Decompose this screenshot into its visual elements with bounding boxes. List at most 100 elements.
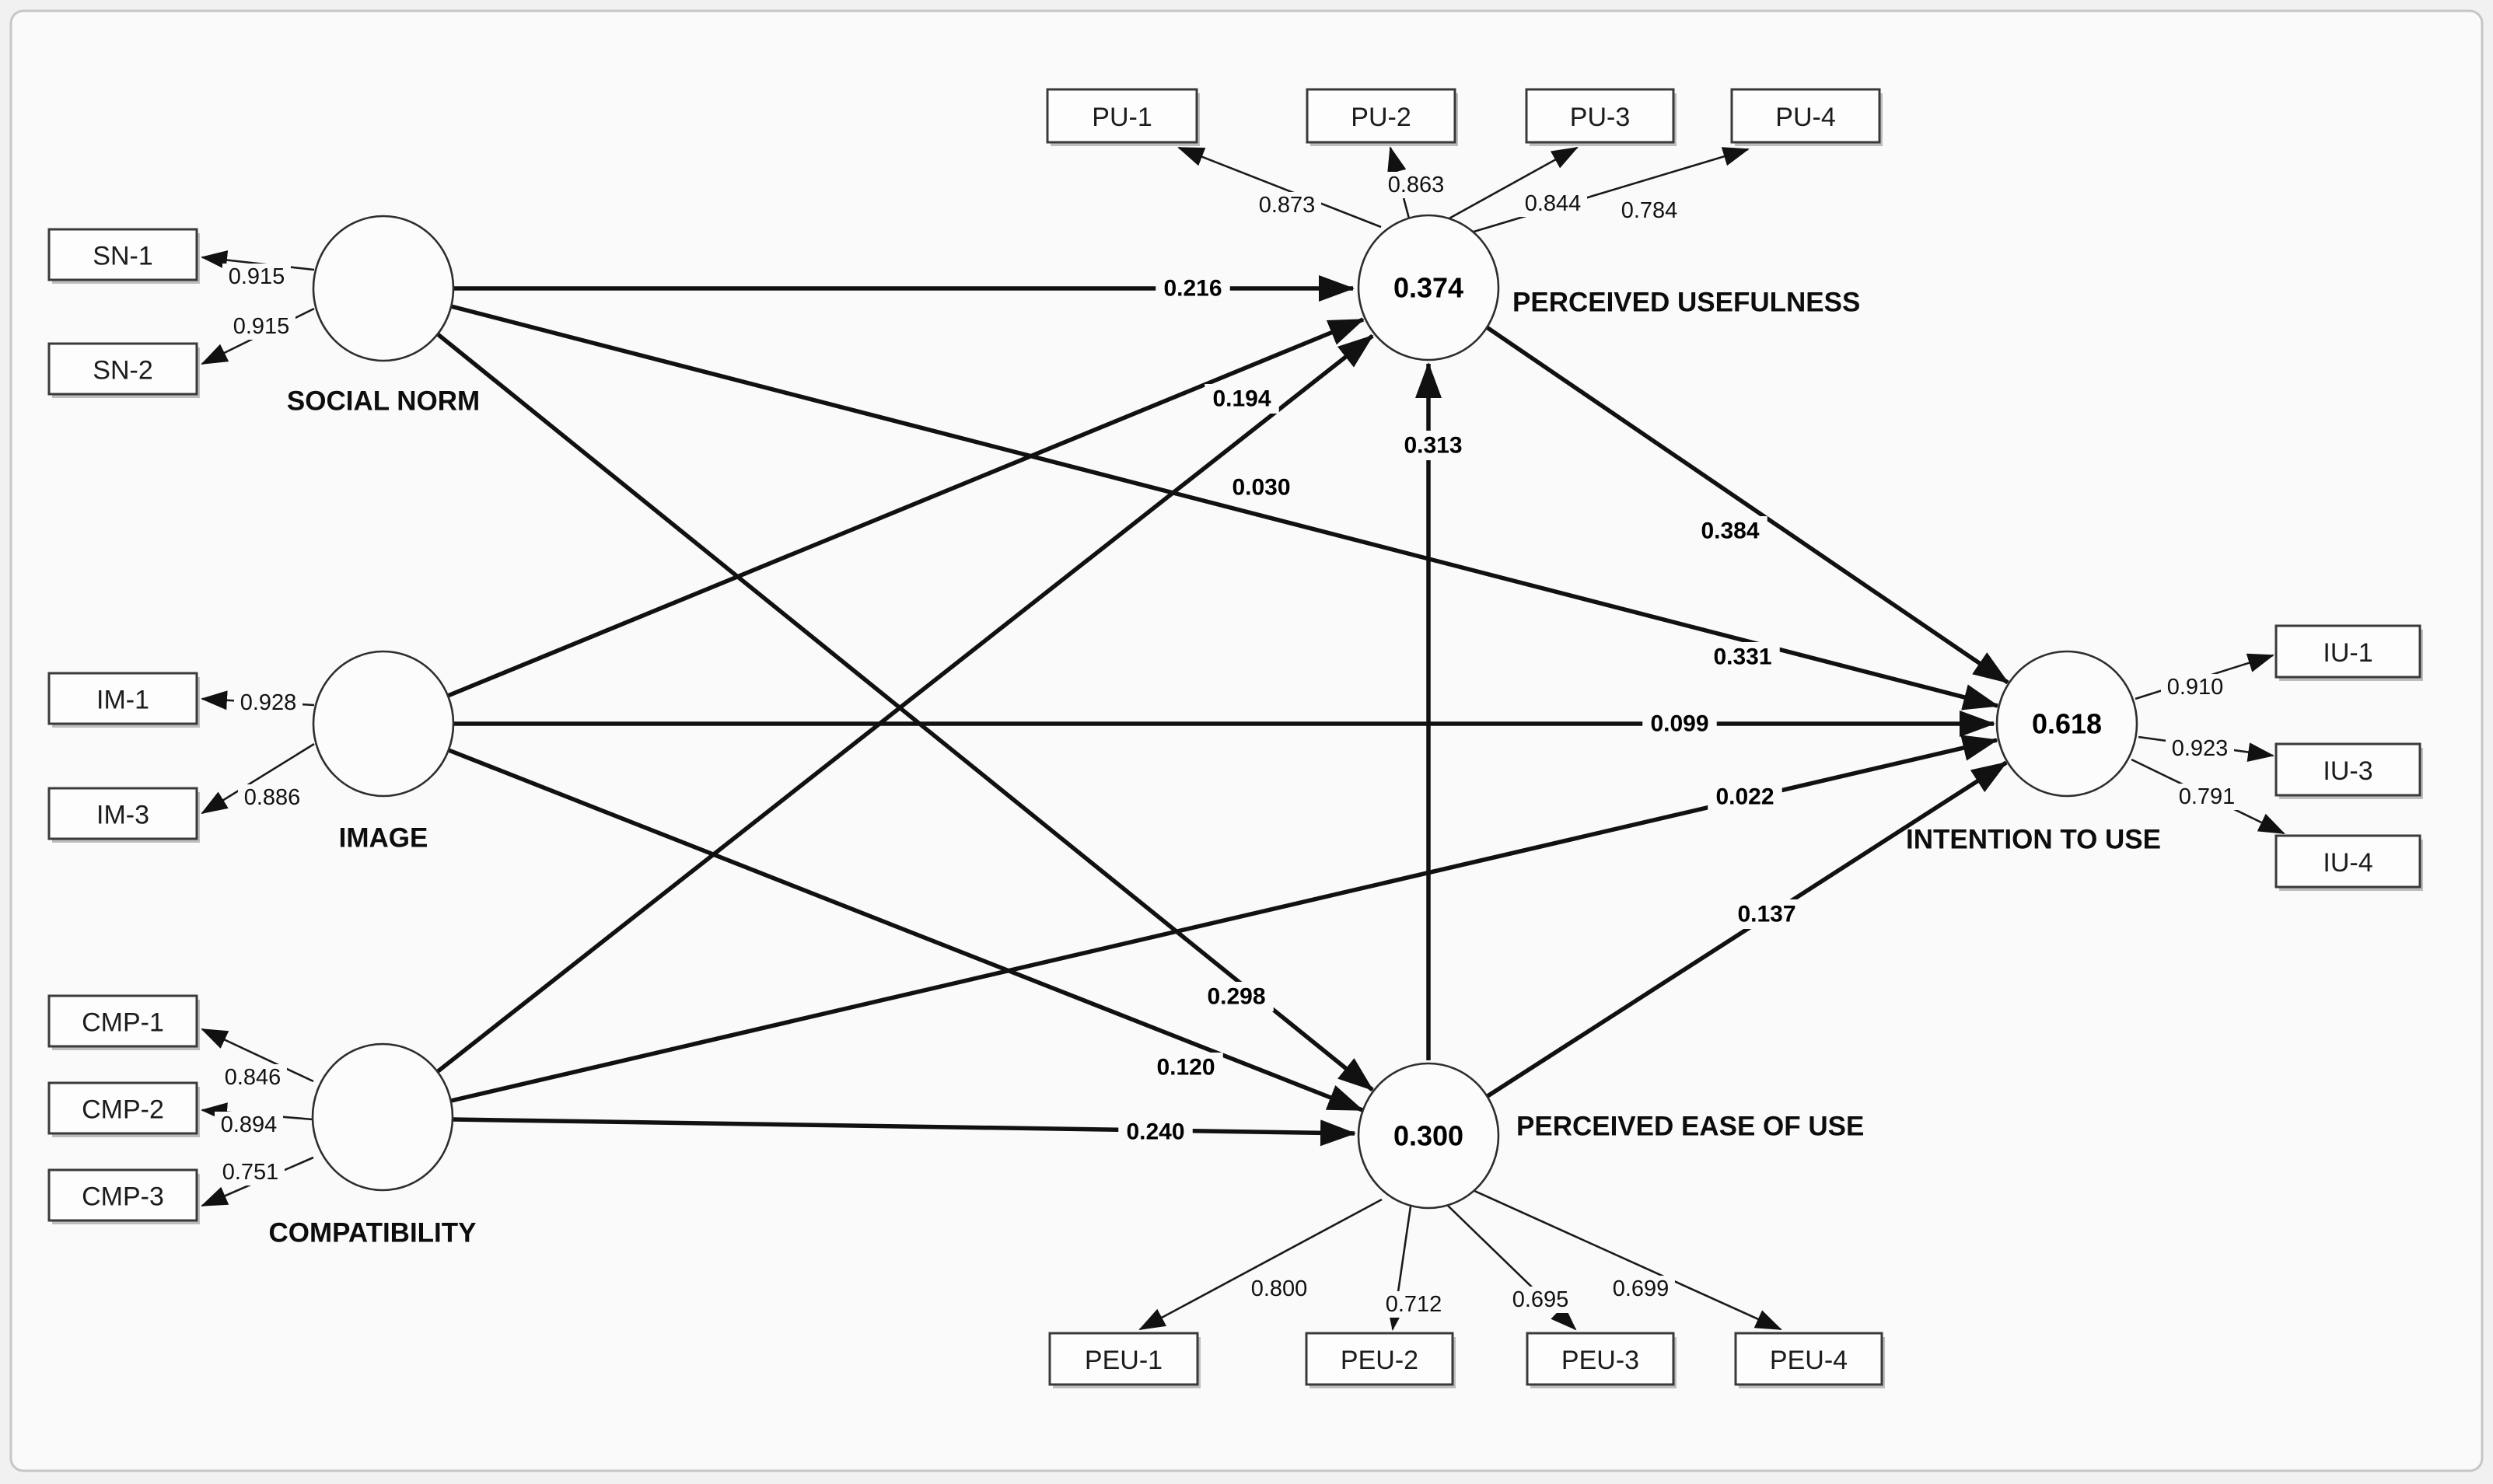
label-bg-SN-IU bbox=[1705, 642, 1780, 672]
coefficient-IM-to-PEU: 0.120 bbox=[1156, 1055, 1215, 1081]
indicator-box-SN-1 bbox=[47, 228, 198, 281]
indicator-box-PU-1 bbox=[1046, 88, 1198, 144]
coefficient-IM-to-IM-3: 0.886 bbox=[244, 785, 301, 810]
label-bg-PEU-PU bbox=[1396, 431, 1470, 460]
indicator-label-IU-4: IU-4 bbox=[2323, 848, 2372, 878]
loading-PEU-to-PEU-1 bbox=[1138, 1198, 1383, 1331]
coefficient-PEU-to-PEU-2: 0.712 bbox=[1386, 1292, 1442, 1317]
coefficient-IM-to-IM-1: 0.928 bbox=[240, 690, 297, 715]
coefficient-PEU-to-PEU-1: 0.800 bbox=[1251, 1276, 1308, 1301]
indicator-box-IU-1 bbox=[2274, 624, 2421, 679]
path-IM-to-PU bbox=[446, 317, 1365, 698]
coefficient-CMP-to-IU: 0.022 bbox=[1715, 784, 1774, 810]
path-SN-to-PEU bbox=[436, 332, 1374, 1092]
label-bg-IM-PEU bbox=[1149, 1053, 1223, 1082]
label-bg-PEU-PEU-4 bbox=[1607, 1276, 1675, 1302]
latent-label-PU: PERCEIVED USEFULNESS bbox=[1512, 288, 1860, 318]
coefficient-PU-to-PU-3: 0.844 bbox=[1525, 191, 1582, 216]
latent-label-IM: IMAGE bbox=[339, 823, 428, 854]
indicator-label-IU-1: IU-1 bbox=[2323, 638, 2372, 668]
indicator-box-PU-2 bbox=[1306, 88, 1456, 144]
coefficient-PEU-to-PU: 0.313 bbox=[1404, 433, 1462, 459]
latent-node-SN bbox=[312, 215, 455, 362]
label-bg-IM-IM-1 bbox=[234, 690, 302, 716]
coefficient-SN-to-SN-2: 0.915 bbox=[233, 314, 290, 339]
coefficient-PU-to-PU-1: 0.873 bbox=[1259, 193, 1316, 218]
indicator-label-PEU-1: PEU-1 bbox=[1085, 1346, 1163, 1375]
indicator-box-SN-2 bbox=[47, 342, 198, 396]
label-bg-IU-IU-3 bbox=[2166, 735, 2234, 762]
loading-PU-to-PU-3 bbox=[1446, 146, 1579, 222]
latent-node-IM bbox=[312, 650, 455, 798]
label-bg-CMP-PEU bbox=[1118, 1117, 1193, 1147]
indicator-label-PU-3: PU-3 bbox=[1570, 103, 1630, 132]
label-bg-IM-IM-3 bbox=[238, 784, 306, 811]
coefficient-CMP-to-CMP-1: 0.846 bbox=[225, 1065, 281, 1090]
indicator-label-IU-3: IU-3 bbox=[2323, 756, 2372, 786]
label-bg-IU-IU-4 bbox=[2173, 784, 2241, 810]
label-bg-PEU-IU bbox=[1729, 899, 1804, 929]
coefficient-IU-to-IU-1: 0.910 bbox=[2167, 675, 2224, 700]
r2-value-PU: 0.374 bbox=[1393, 272, 1463, 304]
loading-PU-to-PU-1 bbox=[1177, 146, 1382, 229]
latent-node-IU bbox=[1995, 650, 2138, 798]
path-SN-to-IU bbox=[450, 304, 1999, 711]
indicator-label-SN-1: SN-1 bbox=[93, 242, 152, 271]
indicator-box-PU-4 bbox=[1730, 88, 1881, 144]
label-bg-PU-PU-1 bbox=[1253, 192, 1321, 218]
indicator-label-IM-3: IM-3 bbox=[96, 801, 149, 830]
indicator-label-CMP-1: CMP-1 bbox=[82, 1008, 164, 1038]
indicator-box-CMP-3 bbox=[47, 1168, 198, 1222]
label-bg-CMP-PU bbox=[1224, 473, 1299, 502]
label-bg-SN-SN-2 bbox=[227, 313, 295, 340]
coefficient-PU-to-PU-2: 0.863 bbox=[1388, 173, 1445, 197]
indicator-label-PEU-3: PEU-3 bbox=[1561, 1346, 1639, 1375]
indicator-box-IU-3 bbox=[2274, 742, 2421, 797]
label-bg-CMP-CMP-2 bbox=[215, 1112, 283, 1138]
coefficient-PU-to-IU: 0.384 bbox=[1701, 519, 1759, 544]
path-CMP-to-PU bbox=[435, 333, 1374, 1074]
latent-node-PU bbox=[1357, 214, 1500, 361]
label-bg-CMP-IU bbox=[1708, 782, 1782, 812]
coefficient-IU-to-IU-4: 0.791 bbox=[2179, 784, 2236, 809]
path-IM-to-PEU bbox=[447, 748, 1364, 1112]
indicator-label-SN-2: SN-2 bbox=[93, 356, 152, 386]
coefficient-CMP-to-CMP-2: 0.894 bbox=[221, 1112, 278, 1137]
indicator-box-IU-4 bbox=[2274, 834, 2421, 889]
indicator-box-PU-3 bbox=[1525, 88, 1675, 144]
diagram-panel bbox=[9, 9, 2484, 1472]
indicator-box-PEU-3 bbox=[1526, 1332, 1675, 1386]
coefficient-SN-to-PEU: 0.298 bbox=[1207, 984, 1265, 1010]
latent-label-SN: SOCIAL NORM bbox=[287, 386, 480, 417]
label-bg-IU-IU-1 bbox=[2161, 674, 2229, 700]
indicator-box-IM-3 bbox=[47, 787, 198, 840]
latent-node-CMP bbox=[311, 1042, 454, 1192]
indicator-label-CMP-2: CMP-2 bbox=[82, 1095, 164, 1125]
indicator-box-CMP-2 bbox=[47, 1081, 198, 1135]
loading-PU-to-PU-4 bbox=[1470, 147, 1750, 234]
coefficient-PEU-to-IU: 0.137 bbox=[1737, 902, 1795, 927]
label-bg-PU-PU-2 bbox=[1382, 172, 1450, 198]
label-bg-CMP-CMP-3 bbox=[216, 1159, 285, 1185]
label-bg-PU-PU-3 bbox=[1519, 190, 1587, 217]
coefficient-IM-to-PU: 0.194 bbox=[1212, 386, 1271, 412]
coefficient-PU-to-PU-4: 0.784 bbox=[1621, 198, 1678, 223]
coefficient-IU-to-IU-3: 0.923 bbox=[2172, 736, 2229, 761]
loading-IM-to-IM-3 bbox=[201, 742, 315, 815]
label-bg-SN-PEU bbox=[1199, 982, 1274, 1011]
coefficient-CMP-to-PEU: 0.240 bbox=[1126, 1119, 1184, 1145]
indicator-box-PEU-2 bbox=[1305, 1332, 1454, 1386]
latent-label-PEU: PERCEIVED EASE OF USE bbox=[1516, 1112, 1864, 1142]
indicator-label-IM-1: IM-1 bbox=[96, 686, 149, 715]
coefficient-SN-to-IU: 0.331 bbox=[1713, 644, 1771, 670]
coefficient-SN-to-PU: 0.216 bbox=[1163, 276, 1222, 302]
indicator-label-PEU-2: PEU-2 bbox=[1341, 1346, 1418, 1375]
indicator-label-PU-1: PU-1 bbox=[1092, 103, 1152, 132]
label-bg-PEU-PEU-1 bbox=[1245, 1276, 1313, 1302]
label-bg-IM-IU bbox=[1642, 709, 1717, 739]
r2-value-PEU: 0.300 bbox=[1393, 1120, 1463, 1152]
latent-label-IU: INTENTION TO USE bbox=[1906, 825, 2161, 855]
label-bg-SN-SN-1 bbox=[222, 264, 291, 290]
indicator-box-PEU-4 bbox=[1734, 1332, 1883, 1386]
